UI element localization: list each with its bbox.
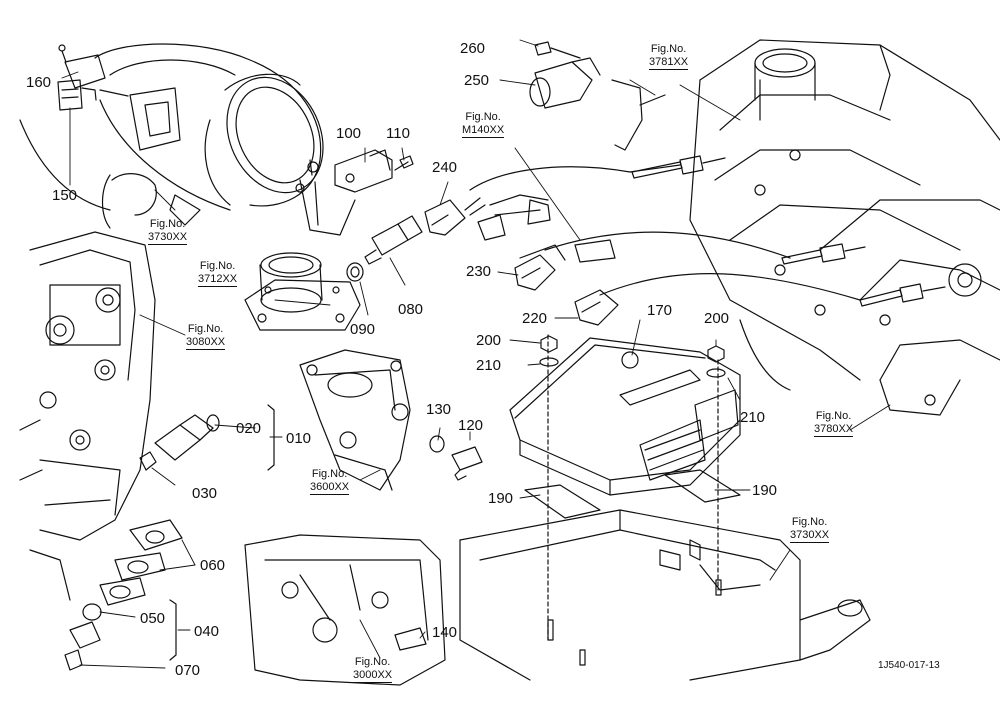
fig-ref-m140[interactable]: Fig.No. M140XX	[462, 111, 505, 139]
intake-flange	[244, 159, 361, 331]
thermostat-housing	[299, 349, 411, 491]
part-label-040: 040	[194, 623, 220, 640]
turbocharger-outline	[19, 43, 324, 229]
part-label-190b: 190	[752, 482, 778, 499]
part-label-240: 240	[432, 159, 458, 176]
part-label-030: 030	[192, 485, 218, 502]
part-label-120: 120	[458, 417, 484, 434]
fig-ref-3730-lower[interactable]: Fig.No. 3730XX	[790, 516, 830, 544]
connector-240	[424, 166, 631, 236]
part-label-250: 250	[464, 72, 490, 89]
fig-ref-3000[interactable]: Fig.No. 3000XX	[353, 656, 393, 684]
part-label-260: 260	[460, 40, 486, 57]
part-label-190a: 190	[488, 490, 514, 507]
connector-230	[514, 254, 556, 291]
part-label-200a: 200	[476, 332, 502, 349]
fig-ref-3781[interactable]: Fig.No. 3781XX	[649, 43, 689, 71]
fig-ref-3600[interactable]: Fig.No. 3600XX	[310, 468, 350, 496]
fig-ref-3730-upper[interactable]: Fig.No. 3730XX	[148, 218, 188, 246]
part-label-150: 150	[52, 187, 78, 204]
engine-block-lower	[244, 534, 446, 686]
pressure-sensor-150	[57, 44, 129, 111]
nut-and-washer	[539, 335, 726, 378]
part-label-110: 110	[386, 125, 410, 142]
part-label-210b: 210	[740, 409, 766, 426]
part-label-140: 140	[432, 624, 458, 641]
wiring-harness	[477, 164, 861, 301]
exhaust-aftertreatment	[689, 39, 1000, 416]
part-label-100: 100	[336, 125, 362, 142]
ecu-170	[509, 334, 741, 496]
part-label-130: 130	[426, 401, 452, 418]
fig-ref-3080[interactable]: Fig.No. 3080XX	[186, 323, 226, 351]
part-label-160: 160	[26, 74, 52, 91]
engine-block-left	[19, 231, 156, 601]
part-label-220: 220	[522, 310, 548, 327]
exhaust-probe	[631, 155, 946, 307]
part-label-090: 090	[350, 321, 376, 338]
part-label-020: 020	[236, 420, 262, 437]
sensor-250	[529, 41, 666, 151]
part-label-050: 050	[140, 610, 166, 627]
sensor-120	[429, 435, 483, 481]
part-label-210a: 210	[476, 357, 502, 374]
part-label-070: 070	[175, 662, 201, 679]
part-label-010: 010	[286, 430, 312, 447]
fig-ref-3712[interactable]: Fig.No. 3712XX	[198, 260, 238, 288]
connector-220	[574, 289, 619, 326]
bracket-190	[524, 454, 741, 641]
part-label-230: 230	[466, 263, 492, 280]
part-label-170: 170	[647, 302, 673, 319]
leader-lines	[61, 39, 891, 669]
drawing-code: 1J540-017-13	[878, 660, 940, 671]
temperature-sensor-080	[346, 215, 423, 282]
frame-3730	[459, 509, 871, 681]
fig-ref-3780[interactable]: Fig.No. 3780XX	[814, 410, 854, 438]
part-label-080: 080	[398, 301, 424, 318]
part-label-060: 060	[200, 557, 226, 574]
sensor-040-assembly	[64, 519, 183, 671]
sensor-010-assembly	[139, 404, 275, 471]
sensor-100-assembly	[334, 149, 414, 193]
part-label-200b: 200	[704, 310, 730, 327]
